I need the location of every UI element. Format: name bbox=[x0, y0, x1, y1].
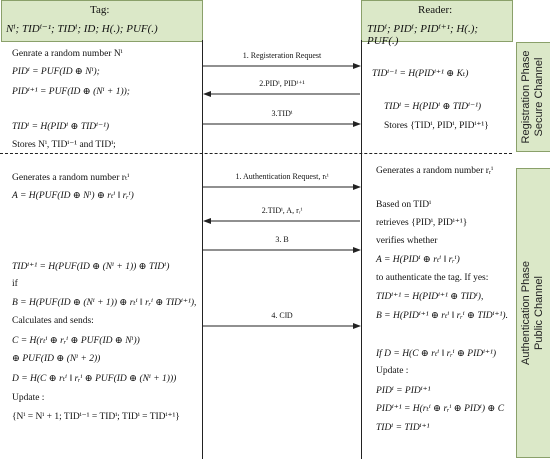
tag-reg-step-random: Genrate a random number Nⁱ bbox=[12, 49, 123, 59]
reader-auth-pid-next: PIDⁱ⁺¹ = H(rₜⁱ ⊕ rᵣⁱ ⊕ PIDⁱ) ⊕ C bbox=[376, 404, 505, 414]
reader-auth-update: Update : bbox=[376, 366, 409, 376]
reader-lifeline bbox=[361, 40, 363, 459]
reader-auth-retrieves: retrieves {PIDⁱ, PIDⁱ⁺¹} bbox=[376, 218, 468, 228]
reader-reg-stores: Stores {TIDⁱ, PIDⁱ, PIDⁱ⁺¹} bbox=[384, 121, 489, 131]
message-pid: 2.PIDⁱ, PIDⁱ⁺¹ bbox=[259, 79, 305, 88]
reader-reg-tid: TIDⁱ = H(PIDⁱ ⊕ TIDⁱ⁻¹) bbox=[384, 102, 482, 112]
tag-reg-tid: TIDⁱ = H(PIDⁱ ⊕ TIDⁱ⁻¹) bbox=[12, 122, 110, 132]
tag-parameters: Nⁱ; TIDⁱ⁻¹; TIDⁱ; ID; H(.); PUF(.) bbox=[6, 23, 158, 35]
reader-auth-verifies: verifies whether bbox=[376, 236, 438, 246]
tag-auth-a: A = H(PUF(ID ⊕ Nⁱ) ⊕ rₜⁱ ‖ rᵣⁱ) bbox=[12, 191, 134, 201]
tag-auth-calculates: Calculates and sends: bbox=[12, 316, 94, 326]
reader-auth-a: A = H(PIDⁱ ⊕ rₜⁱ ‖ rᵣⁱ) bbox=[376, 255, 460, 265]
tag-reg-stores: Stores Nⁱ, TIDⁱ⁻¹ and TIDⁱ; bbox=[12, 140, 116, 150]
authentication-phase-panel: Authentication Phase Public Channel bbox=[516, 168, 550, 458]
message-authentication-request: 1. Authentication Request, rₜⁱ bbox=[235, 172, 329, 181]
message-b: 3. B bbox=[275, 235, 289, 244]
reader-auth-pid: PIDⁱ = PIDⁱ⁺¹ bbox=[376, 386, 431, 396]
tag-auth-tid-next: TIDⁱ⁺¹ = H(PUF(ID ⊕ (Nⁱ + 1)) ⊕ TIDⁱ) bbox=[12, 262, 170, 272]
tag-auth-b: B = H(PUF(ID ⊕ (Nⁱ + 1)) ⊕ rₜⁱ ‖ rᵣⁱ ⊕ T… bbox=[12, 298, 197, 308]
reader-auth-b: B = H(PIDⁱ⁺¹ ⊕ rₜⁱ ‖ rᵣⁱ ⊕ TIDⁱ⁺¹). bbox=[376, 311, 508, 321]
reader-title: Reader: bbox=[418, 4, 453, 16]
tag-auth-d: D = H(C ⊕ rₜⁱ ‖ rᵣⁱ ⊕ PUF(ID ⊕ (Nⁱ + 1))… bbox=[12, 374, 177, 384]
reader-auth-step-random: Generates a random number rᵣⁱ bbox=[376, 166, 493, 176]
tag-auth-update-values: {Nⁱ = Nⁱ + 1; TIDⁱ⁻¹ = TIDⁱ; TIDⁱ = TIDⁱ… bbox=[12, 412, 180, 422]
reader-parameters: TIDⁱ; PIDⁱ; PIDⁱ⁺¹; H(.); PUF(.) bbox=[367, 23, 479, 47]
tag-auth-c-cont: ⊕ PUF(ID ⊕ (Nⁱ + 2)) bbox=[12, 354, 101, 364]
reader-auth-tid: TIDⁱ = TIDⁱ⁺¹ bbox=[376, 423, 430, 433]
reader-auth-based-on: Based on TIDⁱ bbox=[376, 200, 432, 210]
reader-header: Reader: TIDⁱ; PIDⁱ; PIDⁱ⁺¹; H(.); PUF(.) bbox=[361, 0, 513, 47]
message-registration-request: 1. Registeration Request bbox=[242, 51, 322, 60]
registration-phase-panel: Registration Phase Secure Channel bbox=[516, 42, 550, 152]
reader-auth-tid-next: TIDⁱ⁺¹ = H(PIDⁱ⁺¹ ⊕ TIDⁱ), bbox=[376, 292, 484, 302]
tag-auth-if: if bbox=[12, 279, 18, 289]
tag-reg-pid-next: PIDⁱ⁺¹ = PUF(ID ⊕ (Nⁱ + 1)); bbox=[12, 87, 130, 97]
tag-header: Tag: Nⁱ; TIDⁱ⁻¹; TIDⁱ; ID; H(.); PUF(.) bbox=[1, 0, 203, 42]
tag-auth-update: Update : bbox=[12, 393, 45, 403]
reader-auth-authenticate: to authenticate the tag. If yes: bbox=[376, 273, 489, 283]
message-tid-a-r: 2.TIDⁱ, A, rᵣⁱ bbox=[261, 206, 303, 215]
tag-auth-c: C = H(rₜⁱ ⊕ rᵣⁱ ⊕ PUF(ID ⊕ Nⁱ)) bbox=[12, 336, 140, 346]
message-c-d: 4. C‖D bbox=[271, 311, 293, 320]
tag-lifeline bbox=[202, 40, 204, 459]
tag-auth-step-random: Generates a random number rₜⁱ bbox=[12, 173, 130, 183]
reader-auth-if-d: If D = H(C ⊕ rₜⁱ ‖ rᵣⁱ ⊕ PIDⁱ⁺¹) bbox=[376, 349, 497, 359]
phase-separator bbox=[0, 153, 512, 154]
reader-reg-tid-prev: TIDⁱ⁻¹ = H(PIDⁱ⁺¹ ⊕ Kₜ) bbox=[372, 69, 469, 79]
message-tid: 3.TIDⁱ bbox=[271, 109, 293, 118]
tag-title: Tag: bbox=[90, 4, 110, 16]
tag-reg-pid: PIDⁱ = PUF(ID ⊕ Nⁱ); bbox=[12, 67, 100, 77]
